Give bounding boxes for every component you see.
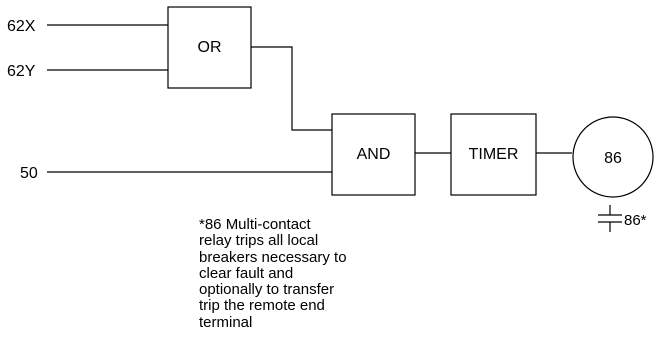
- contact-86-label: 86*: [624, 212, 647, 229]
- or-gate-label: OR: [198, 39, 222, 56]
- and-gate-label: AND: [357, 146, 391, 163]
- timer-box: [450, 113, 537, 196]
- and-gate-box: [331, 113, 416, 196]
- label-62y: 62Y: [7, 63, 36, 80]
- relay-86-label: 86: [604, 150, 622, 167]
- label-50: 50: [20, 165, 38, 182]
- timer-label: TIMER: [469, 146, 519, 163]
- relay-86-circle: [572, 116, 654, 198]
- wire-or-to-and: [251, 46, 332, 131]
- footnote-text: *86 Multi-contact relay trips all local …: [199, 216, 347, 331]
- label-62x: 62X: [7, 18, 36, 35]
